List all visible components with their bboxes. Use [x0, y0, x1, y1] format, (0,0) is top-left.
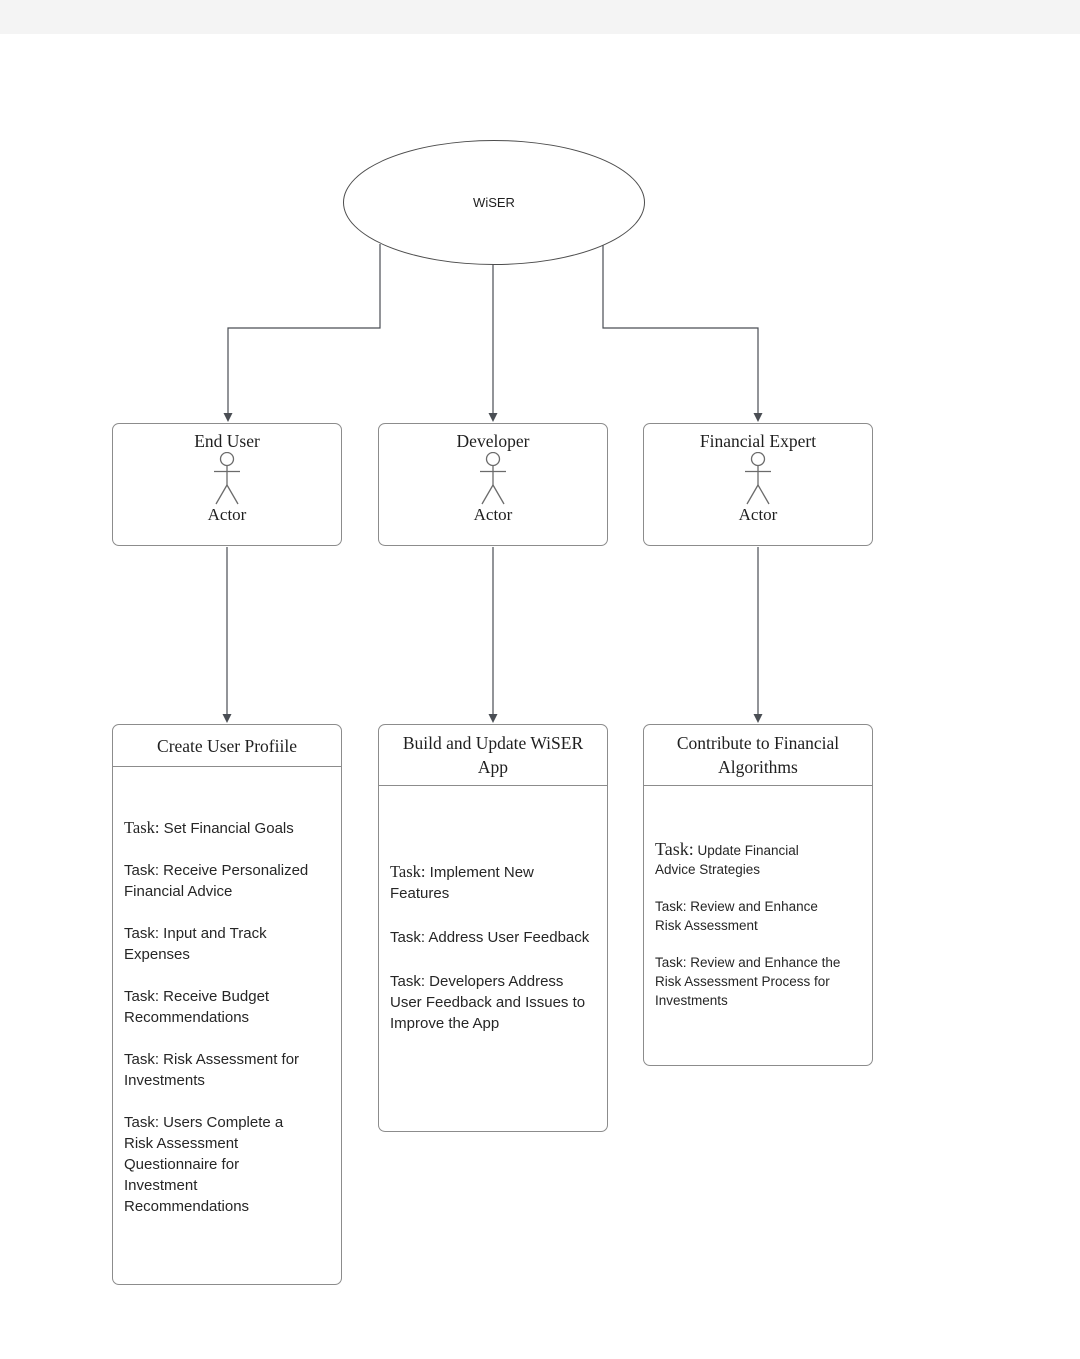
task-list: Task: Set Financial Goals Task: Receive … — [113, 767, 316, 1217]
task-text: Review and Enhance the Risk Assessment P… — [655, 955, 841, 1008]
actor-box-financial-expert: Financial Expert Actor — [643, 423, 873, 546]
task-prefix: Task: — [390, 973, 426, 990]
task-prefix: Task: — [124, 988, 160, 1005]
task-text: Set Financial Goals — [159, 820, 294, 837]
actor-role-label: Actor — [473, 505, 513, 524]
task-text: Input and Track Expenses — [124, 925, 267, 963]
task-prefix: Task: — [124, 818, 160, 837]
connector-root-to-end-user — [227, 244, 381, 414]
task-box-title: Create User Profiile — [113, 725, 341, 767]
connector-root-to-financial-expert — [602, 245, 759, 414]
task-item: Task: Implement New Features — [390, 861, 590, 904]
task-text: Implement New Features — [390, 864, 534, 902]
task-item: Task: Developers Address User Feedback a… — [390, 971, 590, 1034]
arrowhead-financial-expert — [753, 413, 763, 422]
task-list: Task: Implement New Features Task: Addre… — [379, 786, 590, 1034]
task-text: Receive Personalized Financial Advice — [124, 862, 309, 900]
actor-stick-figure-icon — [745, 452, 771, 505]
task-prefix: Task: — [124, 925, 160, 942]
actor-title: Developer — [456, 431, 530, 451]
task-item: Task: Receive Budget Recommendations — [124, 986, 316, 1028]
task-text: Developers Address User Feedback and Iss… — [390, 973, 586, 1032]
task-list: Task: Update Financial Advice Strategies… — [644, 786, 842, 1010]
task-item: Task: Address User Feedback — [390, 927, 590, 948]
top-gray-strip — [0, 0, 1080, 34]
task-prefix: Task: — [390, 929, 426, 946]
task-box-build-update-app: Build and Update WiSER App Task: Impleme… — [378, 724, 608, 1132]
root-node-label: WiSER — [473, 195, 515, 210]
task-item: Task: Input and Track Expenses — [124, 923, 316, 965]
task-text: Address User Feedback — [425, 929, 590, 946]
actor-stick-figure-icon — [214, 452, 240, 505]
task-box-financial-algorithms: Contribute to Financial Algorithms Task:… — [643, 724, 873, 1066]
actor-box-developer: Developer Actor — [378, 423, 608, 546]
task-text: Review and Enhance Risk Assessment — [655, 899, 818, 933]
arrowhead-tasks-1 — [222, 714, 232, 723]
task-item: Task: Users Complete a Risk Assessment Q… — [124, 1112, 316, 1217]
task-box-title: Contribute to Financial Algorithms — [644, 725, 872, 786]
task-item: Task: Receive Personalized Financial Adv… — [124, 860, 316, 902]
actor-title: Financial Expert — [699, 431, 817, 451]
arrowhead-end-user — [223, 413, 233, 422]
task-box-title: Build and Update WiSER App — [379, 725, 607, 786]
arrowhead-tasks-2 — [488, 714, 498, 723]
actor-title: End User — [194, 431, 260, 451]
task-text: Receive Budget Recommendations — [124, 988, 270, 1026]
task-prefix: Task: — [124, 1051, 160, 1068]
arrowhead-developer — [488, 413, 498, 422]
task-text: Users Complete a Risk Assessment Questio… — [124, 1114, 284, 1215]
task-prefix: Task: — [124, 1114, 160, 1131]
task-item: Task: Set Financial Goals — [124, 817, 316, 839]
actor-role-label: Actor — [738, 505, 778, 524]
task-prefix: Task: — [655, 839, 694, 859]
root-node-wiser: WiSER — [343, 140, 645, 265]
task-prefix: Task: — [655, 899, 687, 914]
task-prefix: Task: — [390, 862, 426, 881]
task-item: Task: Update Financial Advice Strategies — [655, 840, 842, 879]
task-text: Risk Assessment for Investments — [124, 1051, 300, 1089]
arrowhead-tasks-3 — [753, 714, 763, 723]
actor-box-end-user: End User Actor — [112, 423, 342, 546]
task-item: Task: Review and Enhance the Risk Assess… — [655, 953, 842, 1010]
task-prefix: Task: — [655, 955, 687, 970]
task-text: Update Financial Advice Strategies — [655, 843, 799, 877]
task-item: Task: Risk Assessment for Investments — [124, 1049, 316, 1091]
actor-role-label: Actor — [207, 505, 247, 524]
task-box-create-user-profile: Create User Profiile Task: Set Financial… — [112, 724, 342, 1285]
task-item: Task: Review and Enhance Risk Assessment — [655, 897, 842, 935]
actor-stick-figure-icon — [480, 452, 506, 505]
task-prefix: Task: — [124, 862, 160, 879]
